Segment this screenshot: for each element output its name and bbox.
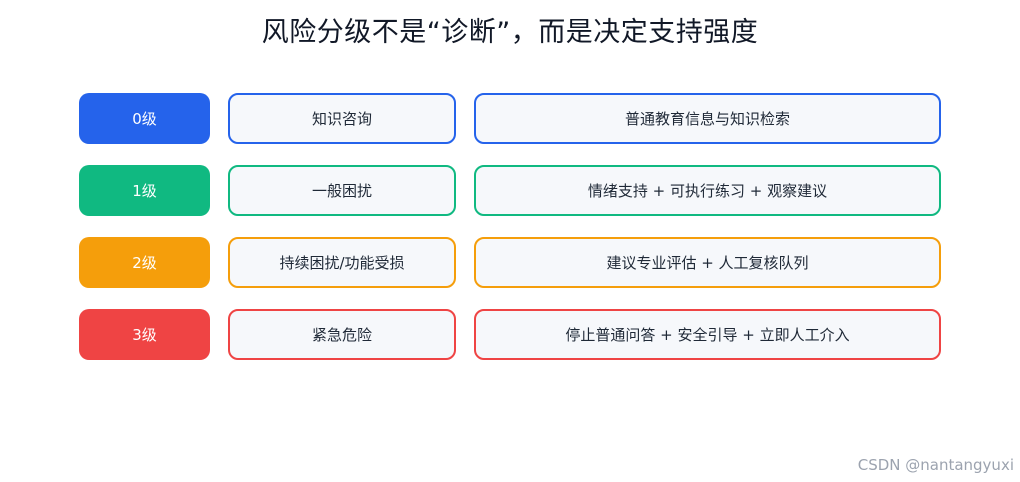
category-box-0: 知识咨询 — [228, 93, 456, 144]
risk-row-3: 3级 紧急危险 停止普通问答 + 安全引导 + 立即人工介入 — [79, 309, 941, 360]
category-box-3: 紧急危险 — [228, 309, 456, 360]
level-badge-0: 0级 — [79, 93, 210, 144]
level-badge-3: 3级 — [79, 309, 210, 360]
risk-row-1: 1级 一般困扰 情绪支持 + 可执行练习 + 观察建议 — [79, 165, 941, 216]
risk-row-0: 0级 知识咨询 普通教育信息与知识检索 — [79, 93, 941, 144]
action-box-2: 建议专业评估 + 人工复核队列 — [474, 237, 941, 288]
action-box-3: 停止普通问答 + 安全引导 + 立即人工介入 — [474, 309, 941, 360]
watermark: CSDN @nantangyuxi — [857, 456, 1014, 474]
level-badge-2: 2级 — [79, 237, 210, 288]
level-badge-1: 1级 — [79, 165, 210, 216]
risk-row-2: 2级 持续困扰/功能受损 建议专业评估 + 人工复核队列 — [79, 237, 941, 288]
category-box-2: 持续困扰/功能受损 — [228, 237, 456, 288]
action-box-0: 普通教育信息与知识检索 — [474, 93, 941, 144]
category-box-1: 一般困扰 — [228, 165, 456, 216]
action-box-1: 情绪支持 + 可执行练习 + 观察建议 — [474, 165, 941, 216]
page-title: 风险分级不是“诊断”，而是决定支持强度 — [261, 17, 759, 48]
